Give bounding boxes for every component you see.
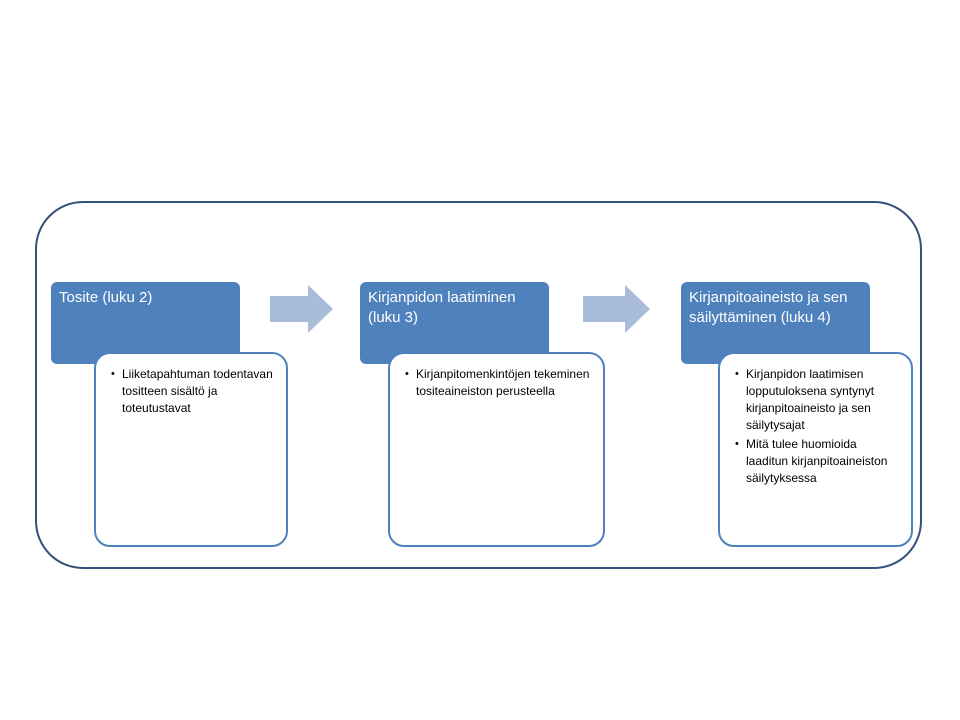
step-2-header: Kirjanpidon laatiminen (luku 3) xyxy=(360,282,549,364)
step-2-title: Kirjanpidon laatiminen (luku 3) xyxy=(368,289,516,326)
step-2-detail-box: Kirjanpitomenkintöjen tekeminen tositeai… xyxy=(388,352,605,547)
arrow-right-icon xyxy=(270,285,333,333)
step-1-title: Tosite (luku 2) xyxy=(59,289,153,306)
step-1-header: Tosite (luku 2) xyxy=(51,282,240,364)
step-3-detail-box: Kirjanpidon laatimisen lopputuloksena sy… xyxy=(718,352,913,547)
step-3-bullet-list: Kirjanpidon laatimisen lopputuloksena sy… xyxy=(734,366,901,487)
step-3-title: Kirjanpitoaineisto ja sen säilyttäminen … xyxy=(689,289,848,326)
step-3-bullet-1: Kirjanpidon laatimisen lopputuloksena sy… xyxy=(735,366,901,434)
step-2-bullet-list: Kirjanpitomenkintöjen tekeminen tositeai… xyxy=(404,366,593,400)
process-frame xyxy=(35,201,922,569)
step-3-header: Kirjanpitoaineisto ja sen säilyttäminen … xyxy=(681,282,870,364)
step-1-bullet-1: Liiketapahtuman todentavan tositteen sis… xyxy=(111,366,276,417)
step-3-bullet-2: Mitä tulee huomioida laaditun kirjanpito… xyxy=(735,436,901,487)
step-1-detail-box: Liiketapahtuman todentavan tositteen sis… xyxy=(94,352,288,547)
arrow-right-icon xyxy=(583,285,650,333)
step-1-bullet-list: Liiketapahtuman todentavan tositteen sis… xyxy=(110,366,276,417)
step-2-bullet-1: Kirjanpitomenkintöjen tekeminen tositeai… xyxy=(405,366,593,400)
